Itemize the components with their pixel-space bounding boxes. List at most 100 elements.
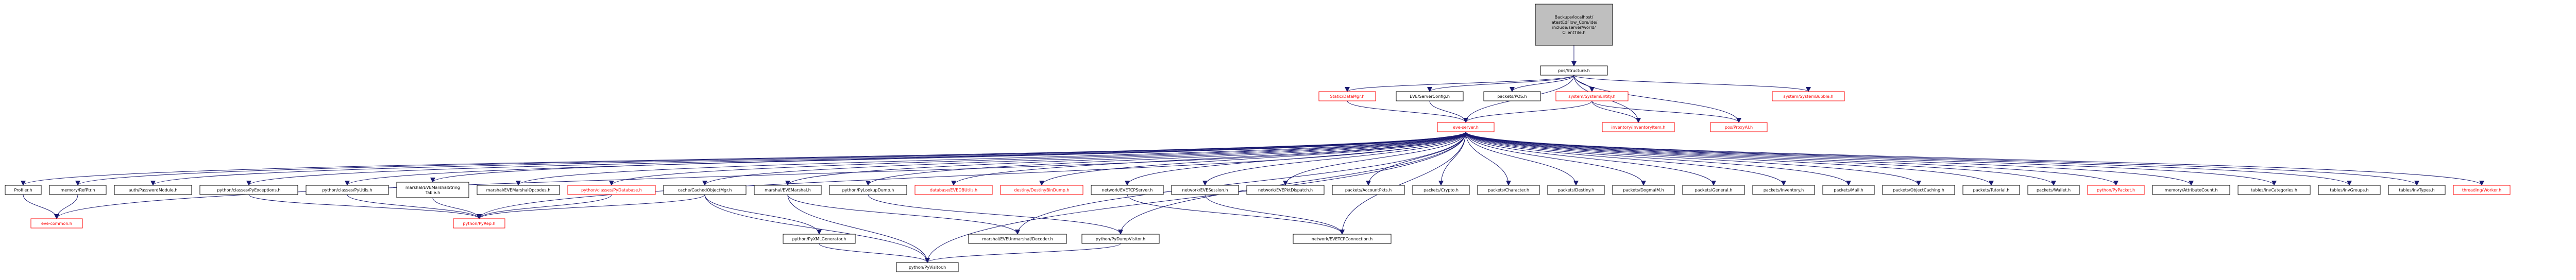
- file-node-netSession[interactable]: network/EVESession.h: [1171, 185, 1239, 195]
- node-label: network/EVEPktDispatch.h: [1258, 188, 1313, 192]
- node-box: [306, 185, 389, 195]
- file-node-systemBubble[interactable]: system/SystemBubble.h: [1772, 91, 1845, 101]
- file-node-tblTypes[interactable]: tables/invTypes.h: [2388, 185, 2446, 195]
- file-node-pktAccount[interactable]: packets/AccountPkts.h: [1332, 185, 1405, 195]
- file-node-evtServer[interactable]: eve-server.h: [1437, 122, 1495, 132]
- edge-posStructure-to-packetsPOS: [1510, 75, 1574, 92]
- file-node-pyRep[interactable]: python/PyRep.h: [453, 218, 505, 229]
- file-node-inventoryItem[interactable]: inventory/InventoryItem.h: [1602, 122, 1675, 132]
- file-node-posStructure[interactable]: pos/Structure.h: [1540, 65, 1608, 76]
- node-box: [1822, 185, 1875, 195]
- file-node-pyCallerUtils[interactable]: python/classes/PyUtils.h: [306, 185, 389, 195]
- file-node-marshalDecoder[interactable]: marshal/EVEUnmarshal/Decoder.h: [968, 234, 1067, 244]
- node-label: packets/Destiny.h: [1558, 188, 1595, 192]
- file-node-pktDestiny[interactable]: packets/Destiny.h: [1547, 185, 1605, 195]
- file-node-cacheObj[interactable]: cache/CachedObjectMgr.h: [663, 185, 747, 195]
- node-box: [567, 185, 656, 195]
- node-label: inventory/InventoryItem.h: [1612, 125, 1666, 130]
- edge-systemEntity-to-posProxyAI: [1591, 100, 1741, 123]
- edge-evtServer-to-pyVisitor: [925, 131, 1466, 263]
- node-box: [453, 218, 505, 229]
- edge-evtServer-to-pktGeneral: [1465, 131, 1716, 186]
- node-label: marshal/EVEMarshalString: [405, 185, 460, 190]
- file-node-dbDatabase[interactable]: database/EVEDBUtils.h: [914, 185, 993, 195]
- file-node-tblCategories[interactable]: tables/invCategories.h: [2238, 185, 2311, 195]
- edge-evtServer-to-pyCallerExceptions: [246, 131, 1466, 186]
- file-node-netDispatch[interactable]: network/EVEPktDispatch.h: [1246, 185, 1325, 195]
- node-box: [1772, 91, 1845, 101]
- file-node-authPwdModule[interactable]: auth/PasswordModule.h: [114, 185, 192, 195]
- edge-evtServer-to-pktMail: [1465, 131, 1851, 186]
- node-box: [1602, 122, 1675, 132]
- file-node-pktInventory[interactable]: packets/Inventory.h: [1752, 185, 1815, 195]
- file-node-pyPacket[interactable]: python/PyPacket.h: [2087, 185, 2145, 195]
- node-box: [1752, 185, 1815, 195]
- edge-posStructure-to-systemBubble: [1573, 75, 1811, 92]
- node-label: Static/DataMgr.h: [1330, 94, 1365, 99]
- edge-evtServer-to-evtCommon: [54, 131, 1466, 219]
- edge-evtServer-to-pyDatabase: [609, 131, 1466, 186]
- file-node-pktTutorial[interactable]: packets/Tutorial.h: [1962, 185, 2020, 195]
- file-node-pyXmlGen[interactable]: python/PyXMLGenerator.h: [783, 234, 856, 244]
- file-node-pktWallet[interactable]: packets/Wallet.h: [2027, 185, 2080, 195]
- node-box: [30, 218, 83, 229]
- file-node-marshalOpcodes[interactable]: marshal/EVEMarshalOpcodes.h: [477, 185, 560, 195]
- node-box: [663, 185, 747, 195]
- file-node-pyDatabase[interactable]: python/classes/PyDatabase.h: [567, 185, 656, 195]
- file-node-profiler[interactable]: Profiler.h: [5, 185, 42, 195]
- file-node-threadWorker[interactable]: threading/Worker.h: [2453, 185, 2511, 195]
- node-label: Table.h: [425, 190, 440, 195]
- node-label: tables/invCategories.h: [2251, 188, 2297, 192]
- file-node-pyVisitor[interactable]: python/PyVisitor.h: [896, 262, 959, 272]
- file-node-evtCommon[interactable]: eve-common.h: [30, 218, 83, 229]
- file-node-netTCPConn[interactable]: network/EVETCPConnection.h: [1293, 234, 1392, 244]
- file-node-posProxyAI[interactable]: pos/ProxyAI.h: [1710, 122, 1768, 132]
- file-node-pktGeneral[interactable]: packets/General.h: [1682, 185, 1745, 195]
- node-box: [114, 185, 192, 195]
- file-node-memHitCount[interactable]: memory/AttributeCount.h: [2152, 185, 2230, 195]
- edge-systemEntity-to-evtServer: [1463, 100, 1592, 123]
- node-label: packets/DogmaIM.h: [1623, 188, 1664, 192]
- node-box: [1396, 91, 1464, 101]
- node-box: [1882, 185, 1955, 195]
- edge-evtServer-to-profiler: [21, 131, 1466, 186]
- edge-evtServer-to-pyPacket: [1465, 131, 2119, 186]
- file-node-pyCallerExceptions[interactable]: python/classes/PyExceptions.h: [199, 185, 298, 195]
- file-node-pktCrypto[interactable]: packets/Crypto.h: [1412, 185, 1470, 195]
- node-label: memory/RefPtr.h: [60, 188, 95, 192]
- node-label: packets/Mail.h: [1834, 188, 1863, 192]
- node-box: [1962, 185, 2020, 195]
- file-node-tblGroups[interactable]: tables/invGroups.h: [2318, 185, 2381, 195]
- node-label: Profiler.h: [14, 188, 32, 192]
- node-box: [1710, 122, 1768, 132]
- file-node-netTCPServer[interactable]: network/EVETCPServer.h: [1091, 185, 1164, 195]
- file-node-pktCharacter[interactable]: packets/Character.h: [1477, 185, 1540, 195]
- edge-evtServer-to-memoryRefPtr: [75, 131, 1466, 186]
- node-label: python/PyDumpVisitor.h: [1096, 237, 1145, 241]
- edge-evtServer-to-tblTypes: [1465, 131, 2419, 186]
- edge-cacheObj-to-pyXmlGen: [704, 194, 822, 235]
- file-node-pktObjCaching[interactable]: packets/ObjectCaching.h: [1882, 185, 1955, 195]
- file-node-pyDumpVisitor[interactable]: python/PyDumpVisitor.h: [1081, 234, 1160, 244]
- node-box: [396, 182, 469, 198]
- node-box: [1540, 65, 1608, 76]
- node-box: [829, 185, 907, 195]
- node-box: [968, 234, 1067, 244]
- file-node-systemEntity[interactable]: system/SystemEntity.h: [1555, 91, 1629, 101]
- node-label: latestEdFlow_Core/ide/: [1550, 20, 1597, 25]
- root-file-node[interactable]: Backups/localhost/latestEdFlow_Core/ide/…: [1535, 4, 1613, 46]
- file-node-pktDogma[interactable]: packets/DogmaIM.h: [1612, 185, 1675, 195]
- edge-evtServerConfig-to-evtServer: [1429, 100, 1468, 123]
- file-node-evtServerConfig[interactable]: EVE/ServerConfig.h: [1396, 91, 1464, 101]
- file-node-pyLookupDump[interactable]: python/PyLookupDump.h: [829, 185, 907, 195]
- file-node-marshalMain[interactable]: marshal/EVEMarshal.h: [754, 185, 822, 195]
- edge-profiler-to-evtCommon: [23, 194, 59, 219]
- file-node-pktMail[interactable]: packets/Mail.h: [1822, 185, 1875, 195]
- file-node-memoryRefPtr[interactable]: memory/RefPtr.h: [49, 185, 107, 195]
- file-node-dbDestinyDump[interactable]: destiny/DestinyBinDump.h: [1000, 185, 1083, 195]
- file-node-staticDataMgr[interactable]: Static/DataMgr.h: [1318, 91, 1376, 101]
- file-node-packetsPOS[interactable]: packets/POS.h: [1483, 91, 1541, 101]
- edge-memoryRefPtr-to-evtCommon: [54, 194, 78, 219]
- node-label: python/classes/PyUtils.h: [322, 188, 372, 192]
